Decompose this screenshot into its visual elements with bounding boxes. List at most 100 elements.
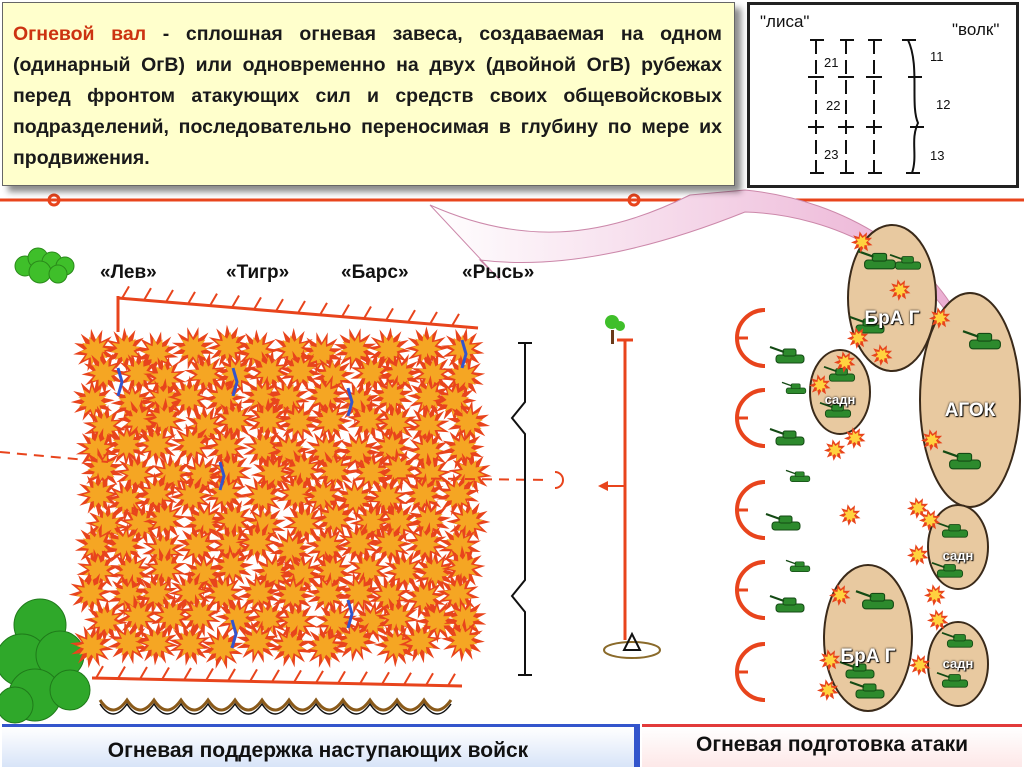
explosion-burst-inner (382, 603, 413, 633)
tank-turret (869, 592, 886, 602)
explosion-burst-inner (257, 459, 288, 489)
friendly-unit-mark (346, 387, 354, 417)
explosion-burst-inner (448, 625, 478, 656)
explosion-burst-inner (156, 601, 187, 631)
explosion-burst-inner (278, 580, 308, 611)
small-explosion-inner (931, 613, 945, 627)
scheme-right-label: "волк" (952, 20, 999, 39)
barrage-hatch-tick (341, 304, 350, 318)
tank-gun (769, 346, 785, 353)
scheme-right-number: 13 (930, 148, 944, 163)
barrage-tag-rys: «Рысь» (462, 262, 535, 283)
barrage-hatch-tick (187, 291, 196, 305)
tank-icon (941, 631, 974, 648)
explosion-burst-inner (189, 507, 220, 537)
small-explosion-inner (933, 311, 947, 325)
barrage-hatch-tick (337, 670, 346, 684)
explosion-burst-inner (414, 505, 444, 536)
friendly-unit-mark (460, 339, 468, 369)
explosion-burst-inner (414, 382, 444, 413)
explosion-burst-inner (252, 405, 283, 435)
barrage-hatch-tick (297, 300, 306, 314)
explosion-burst-inner (408, 480, 439, 510)
sadn-zone-2 (927, 504, 989, 590)
explosion-burst (365, 475, 409, 519)
tank-turret (956, 452, 973, 462)
explosion-burst-inner (174, 383, 205, 412)
tank-gun (849, 681, 865, 688)
explosion-burst-inner (376, 381, 407, 411)
explosion-burst-inner (149, 534, 178, 565)
separator-node (47, 193, 61, 207)
explosion-burst-inner (320, 503, 350, 534)
explosion-burst-inner (142, 629, 172, 659)
explosion-burst (333, 618, 378, 662)
explosion-burst-inner (340, 625, 371, 655)
barrage-hatch-tick (363, 305, 372, 320)
explosion-burst (368, 521, 413, 566)
explosion-burst-inner (281, 606, 311, 637)
tank-gun (849, 316, 865, 323)
explosion-burst-inner (150, 554, 180, 584)
tank-icon (849, 681, 885, 699)
barrage-hatch-tick (253, 296, 262, 310)
explosion-burst-inner (176, 481, 207, 511)
explosion-burst (268, 624, 312, 668)
friendly-unit-mark (231, 367, 239, 397)
tank-icon (889, 253, 922, 270)
tank-gun (769, 595, 785, 602)
tank-gun (769, 428, 785, 435)
explosion-burst-inner (121, 459, 152, 489)
barrage-hatch-tick (429, 311, 438, 325)
zone-label-sadn-3: садн (942, 656, 974, 671)
explosion-burst (168, 622, 212, 666)
small-explosion-inner (911, 548, 925, 562)
small-explosion (924, 584, 946, 606)
small-explosion-inner (813, 378, 827, 392)
explosion-burst (81, 351, 126, 396)
barrage-tag-lev: «Лев» (100, 262, 157, 283)
small-explosion-inner (848, 431, 862, 445)
tank-turret (778, 515, 793, 524)
explosion-burst (305, 572, 350, 616)
explosion-burst (346, 398, 390, 442)
zone-label-sadn-2: садн (942, 548, 974, 563)
explosion-burst (141, 378, 186, 422)
footer-fire-preparation: Огневая подготовка атаки (642, 724, 1022, 767)
zone-label-agok: АГОК (944, 400, 996, 421)
explosion-burst-inner (222, 603, 252, 634)
explosion-burst-inner (444, 531, 475, 561)
explosion-burst-inner (319, 456, 349, 486)
small-explosion (851, 231, 873, 253)
tank-turret (862, 683, 877, 692)
tank-icon (855, 590, 894, 610)
barrage-hatch-tick (117, 666, 126, 680)
explosion-burst-inner (81, 530, 111, 560)
explosion-burst (448, 451, 492, 496)
explosion-burst (68, 571, 113, 615)
small-explosion-inner (851, 331, 865, 345)
small-explosion-inner (838, 355, 852, 369)
explosion-burst-inner (247, 382, 278, 412)
explosion-burst-inner (321, 606, 351, 637)
explosion-burst-inner (91, 606, 121, 636)
barrage-hatch-tick (315, 670, 324, 684)
explosion-burst (446, 499, 491, 544)
explosion-burst (266, 376, 310, 420)
explosion-burst (378, 352, 422, 396)
tank-turret (782, 597, 797, 606)
explosion-burst (70, 379, 115, 424)
explosion-burst-inner (150, 362, 180, 393)
explosion-burst (134, 422, 179, 467)
barrage-hatch-tick (249, 668, 258, 682)
explosion-burst-inner (75, 578, 106, 608)
explosion-burst (376, 500, 421, 544)
explosion-burst (404, 326, 449, 371)
explosion-burst (407, 375, 451, 420)
explosion-burst-inner (344, 528, 374, 559)
explosion-burst-inner (448, 434, 478, 464)
explosion-burst-inner (289, 508, 319, 539)
explosion-burst (202, 376, 247, 421)
tank-turret (782, 348, 797, 357)
explosion-burst-inner (315, 405, 346, 436)
